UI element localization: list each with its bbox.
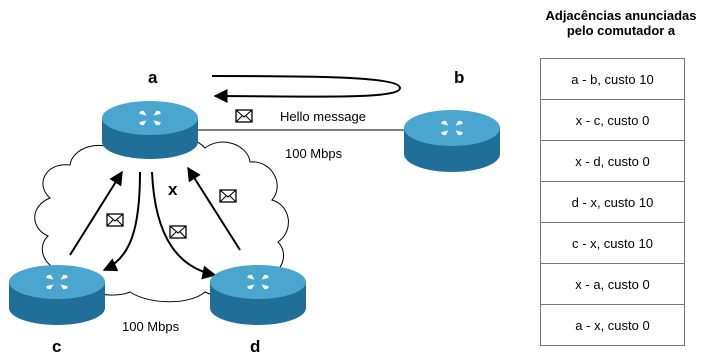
node-b-label: b bbox=[454, 68, 465, 87]
table-cell: x - a, custo 0 bbox=[540, 263, 685, 305]
table-row: c - x, custo 10 bbox=[540, 222, 685, 264]
arrow-a-to-c bbox=[102, 171, 141, 272]
table-cell: a - x, custo 0 bbox=[540, 304, 685, 346]
envelope-icon bbox=[169, 225, 187, 239]
table-cell: c - x, custo 10 bbox=[540, 222, 685, 264]
link-cd-speed-label: 100 Mbps bbox=[122, 319, 180, 334]
hello-message-label: Hello message bbox=[280, 109, 366, 124]
node-d-label: d bbox=[250, 337, 261, 356]
router-c-icon bbox=[9, 265, 105, 325]
table-cell: x - d, custo 0 bbox=[540, 140, 685, 182]
adjacency-table: a - b, custo 10 x - c, custo 0 x - d, cu… bbox=[540, 58, 685, 346]
table-cell: d - x, custo 10 bbox=[540, 181, 685, 223]
table-row: d - x, custo 10 bbox=[540, 181, 685, 223]
hello-arrow bbox=[211, 75, 402, 104]
table-title: Adjacências anunciadas pelo comutador a bbox=[528, 8, 714, 38]
arrow-a-to-d bbox=[151, 171, 217, 280]
arrow-c-to-a bbox=[69, 170, 123, 256]
table-cell: a - b, custo 10 bbox=[540, 58, 685, 100]
switch-x-label: x bbox=[168, 180, 178, 199]
node-a-label: a bbox=[148, 68, 158, 87]
router-d-icon bbox=[210, 265, 306, 325]
router-a-icon bbox=[102, 101, 198, 159]
node-c-label: c bbox=[52, 337, 62, 356]
hello-envelope-icon bbox=[235, 109, 253, 123]
table-row: x - c, custo 0 bbox=[540, 99, 685, 141]
table-row: x - a, custo 0 bbox=[540, 263, 685, 305]
router-b-icon bbox=[404, 110, 500, 172]
link-ab-speed-label: 100 Mbps bbox=[285, 146, 343, 161]
table-row: a - x, custo 0 bbox=[540, 304, 685, 346]
table-title-line2: pelo comutador a bbox=[566, 23, 676, 38]
envelope-icon bbox=[219, 189, 237, 203]
envelope-icon bbox=[106, 213, 124, 227]
table-title-line1: Adjacências anunciadas bbox=[545, 8, 697, 23]
table-cell: x - c, custo 0 bbox=[540, 99, 685, 141]
table-row: x - d, custo 0 bbox=[540, 140, 685, 182]
arrow-d-to-a bbox=[187, 166, 241, 251]
table-row: a - b, custo 10 bbox=[540, 58, 685, 100]
